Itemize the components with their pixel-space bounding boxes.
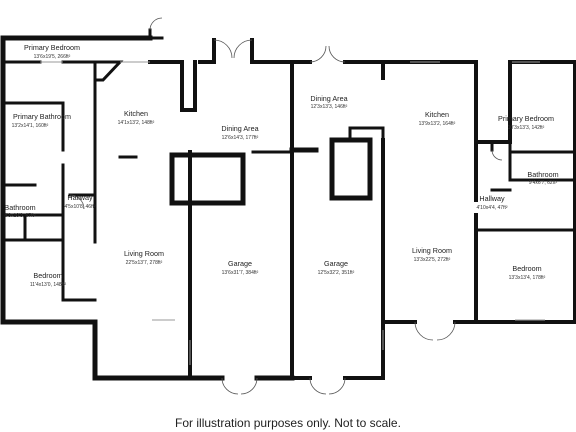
room-name: Primary Bedroom bbox=[24, 43, 80, 52]
room-name: Bathroom bbox=[527, 170, 558, 179]
room-name: Garage bbox=[228, 259, 252, 268]
room-name: Kitchen bbox=[124, 109, 148, 118]
room-name: Living Room bbox=[412, 246, 452, 255]
room-dims: 13'9x13'2, 164ft² bbox=[419, 121, 456, 127]
room-name: Kitchen bbox=[425, 110, 449, 119]
room-dims: 9'4x6'7, 62ft² bbox=[529, 180, 558, 186]
windows bbox=[40, 61, 545, 365]
room-dims: 13'3x13'4, 178ft² bbox=[509, 275, 546, 281]
room-name: Hallway bbox=[479, 194, 505, 203]
room-name: Primary Bathroom bbox=[13, 112, 71, 121]
room-dims: 8'3x10'3, 67ft² bbox=[4, 213, 35, 219]
room-dims: 10'3x13'3, 142ft² bbox=[508, 125, 545, 131]
room-dims: 12'5x32'2, 351ft² bbox=[318, 270, 355, 276]
room-name: Dining Area bbox=[310, 94, 347, 103]
room-dims: 4'10x4'4, 47ft² bbox=[476, 205, 507, 211]
room-dims: 11'4x13'0, 148ft² bbox=[30, 282, 67, 288]
room-labels: Primary Bedroom 13'6x19'5, 266ft² Primar… bbox=[4, 43, 558, 288]
room-dims: 22'5x13'7, 278ft² bbox=[126, 260, 163, 266]
room-name: Dining Area bbox=[221, 124, 258, 133]
room-dims: 13'6x19'5, 266ft² bbox=[34, 54, 71, 60]
room-name: Bedroom bbox=[33, 271, 62, 280]
room-dims: 12'3x13'3, 146ft² bbox=[311, 104, 348, 110]
room-dims: 12'6x14'3, 177ft² bbox=[222, 135, 259, 141]
room-dims: 4'5x10'8, 46ft² bbox=[64, 204, 95, 210]
room-name: Hallway bbox=[67, 193, 93, 202]
room-dims: 13'6x31'7, 384ft² bbox=[222, 270, 259, 276]
room-dims: 14'1x13'2, 148ft² bbox=[118, 120, 155, 126]
room-name: Living Room bbox=[124, 249, 164, 258]
disclaimer-text: For illustration purposes only. Not to s… bbox=[175, 416, 401, 430]
room-name: Garage bbox=[324, 259, 348, 268]
room-dims: 13'2x14'1, 160ft² bbox=[12, 123, 49, 129]
door-swings bbox=[69, 17, 503, 395]
room-name: Bedroom bbox=[512, 264, 541, 273]
room-dims: 13'3x22'5, 272ft² bbox=[414, 257, 451, 263]
room-name: Primary Bedroom bbox=[498, 114, 554, 123]
room-name: Bathroom bbox=[4, 203, 35, 212]
